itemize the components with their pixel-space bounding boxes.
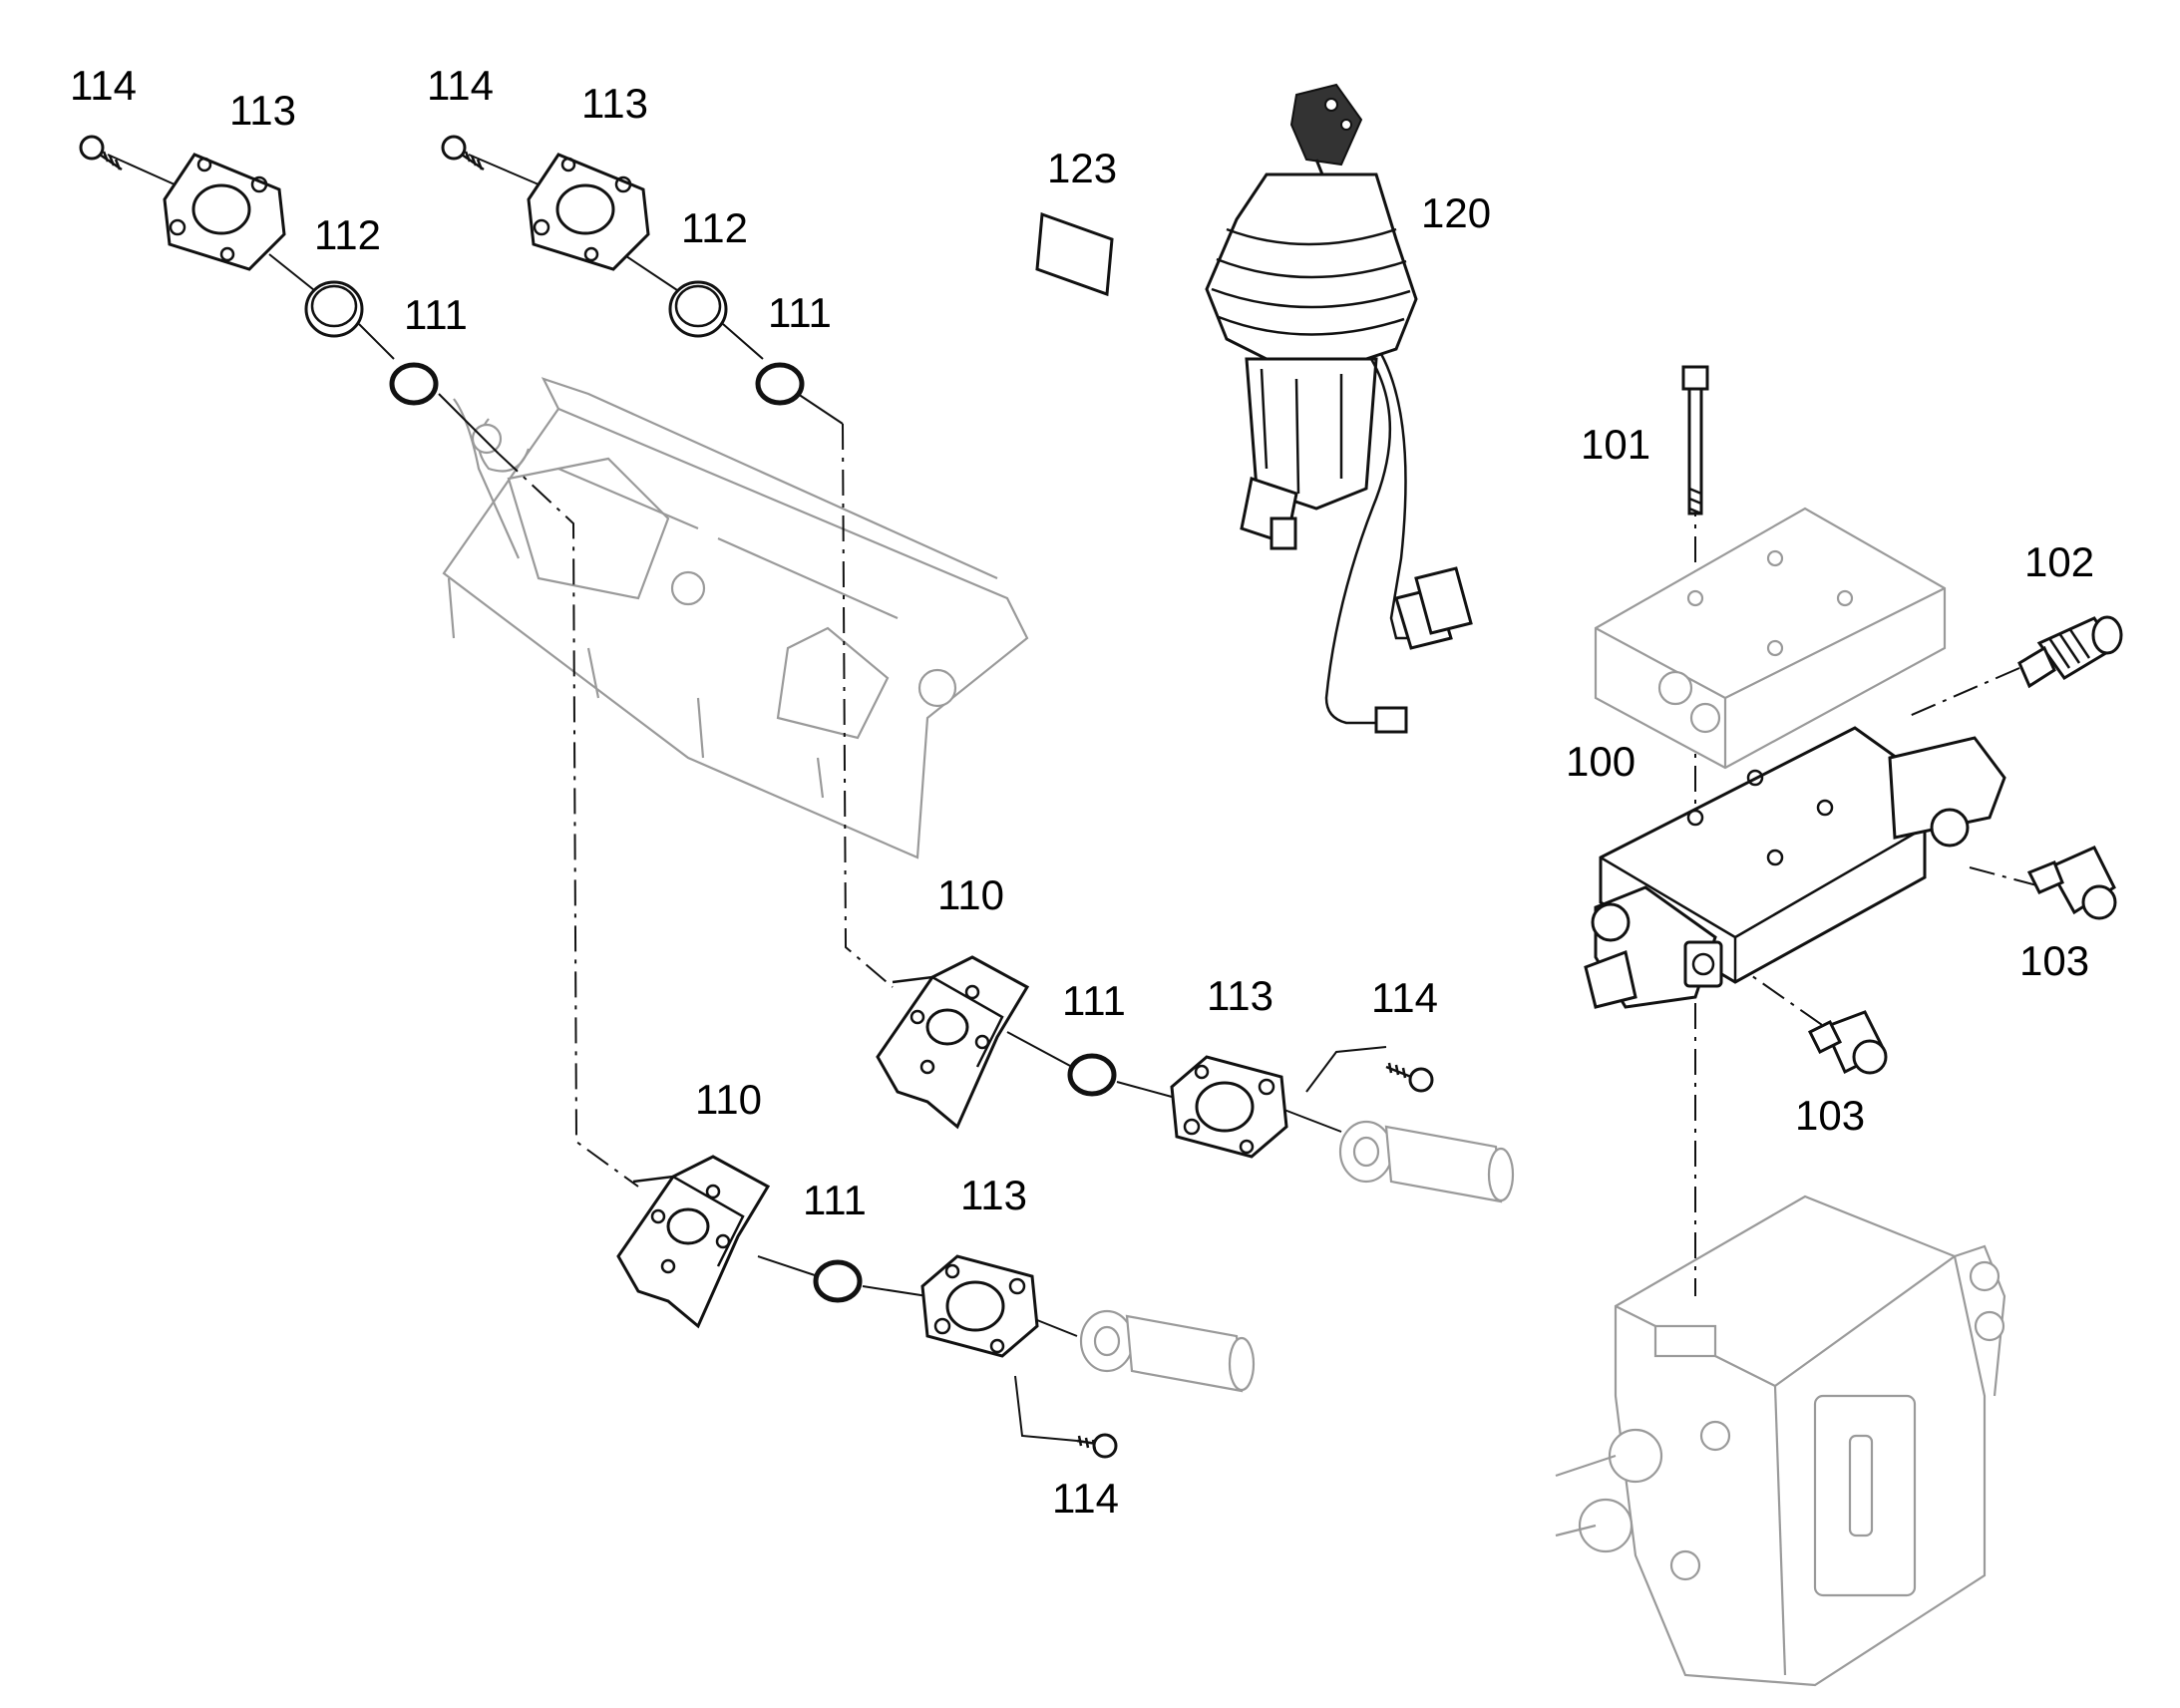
o-ring-111-left: [389, 362, 439, 406]
hose-fitting-upper-ghost: [1338, 1120, 1515, 1203]
adapter-block-110-lower: [616, 1155, 771, 1329]
callout-113: 113: [960, 1172, 1027, 1218]
bolt-114-center: [441, 135, 485, 171]
callout-112: 112: [314, 211, 381, 258]
adapter-block-110-upper: [876, 955, 1030, 1130]
split-flange-113-left: [163, 153, 286, 271]
bolt-114-mid: [1385, 1062, 1434, 1093]
callout-111: 111: [803, 1177, 867, 1223]
o-ring-111-center: [755, 362, 805, 406]
callout-110: 110: [695, 1076, 762, 1123]
frame-bracket-ghost: [442, 377, 1029, 859]
joystick-120: [1205, 83, 1473, 734]
callouts: 114 113 112 111 114 113 112 111 123 120 …: [70, 62, 2094, 1522]
callout-100: 100: [1566, 738, 1635, 785]
callout-103: 103: [1795, 1092, 1865, 1139]
callout-113: 113: [1207, 972, 1273, 1019]
fitting-103-bottom: [1807, 1010, 1888, 1075]
plug-112-left: [304, 280, 364, 338]
split-flange-113-center: [527, 153, 650, 271]
callout-113: 113: [229, 87, 296, 134]
callout-111: 111: [404, 291, 468, 338]
valve-block-100: [1584, 726, 2006, 1009]
split-flange-113-mid: [1170, 1055, 1288, 1159]
callout-111: 111: [1062, 977, 1126, 1024]
bolt-101: [1681, 365, 1709, 515]
hose-fitting-lower-ghost: [1079, 1309, 1256, 1393]
fitting-103-right: [2026, 846, 2117, 920]
callout-114: 114: [1052, 1475, 1119, 1522]
pressure-switch-102: [2017, 615, 2123, 689]
main-control-valve-ghost: [1555, 1195, 2006, 1687]
bolt-114-lower: [1076, 1433, 1118, 1459]
callout-110: 110: [937, 871, 1004, 918]
callout-123: 123: [1047, 145, 1117, 191]
split-flange-113-lower: [920, 1254, 1039, 1358]
callout-111: 111: [768, 289, 832, 336]
callout-102: 102: [2024, 538, 2094, 585]
plug-112-center: [668, 280, 728, 338]
callout-103: 103: [2019, 937, 2089, 984]
bolt-114-left: [79, 135, 123, 171]
callout-101: 101: [1581, 421, 1650, 468]
valve-block-upper-ghost: [1594, 507, 1947, 770]
callout-114: 114: [427, 62, 494, 109]
o-ring-111-lower: [813, 1259, 863, 1303]
decal-123: [1035, 211, 1114, 297]
callout-112: 112: [681, 204, 748, 251]
callout-113: 113: [581, 80, 648, 127]
callout-120: 120: [1421, 189, 1491, 236]
callout-114: 114: [1371, 974, 1438, 1021]
o-ring-111-mid: [1067, 1053, 1117, 1097]
callout-114: 114: [70, 62, 137, 109]
